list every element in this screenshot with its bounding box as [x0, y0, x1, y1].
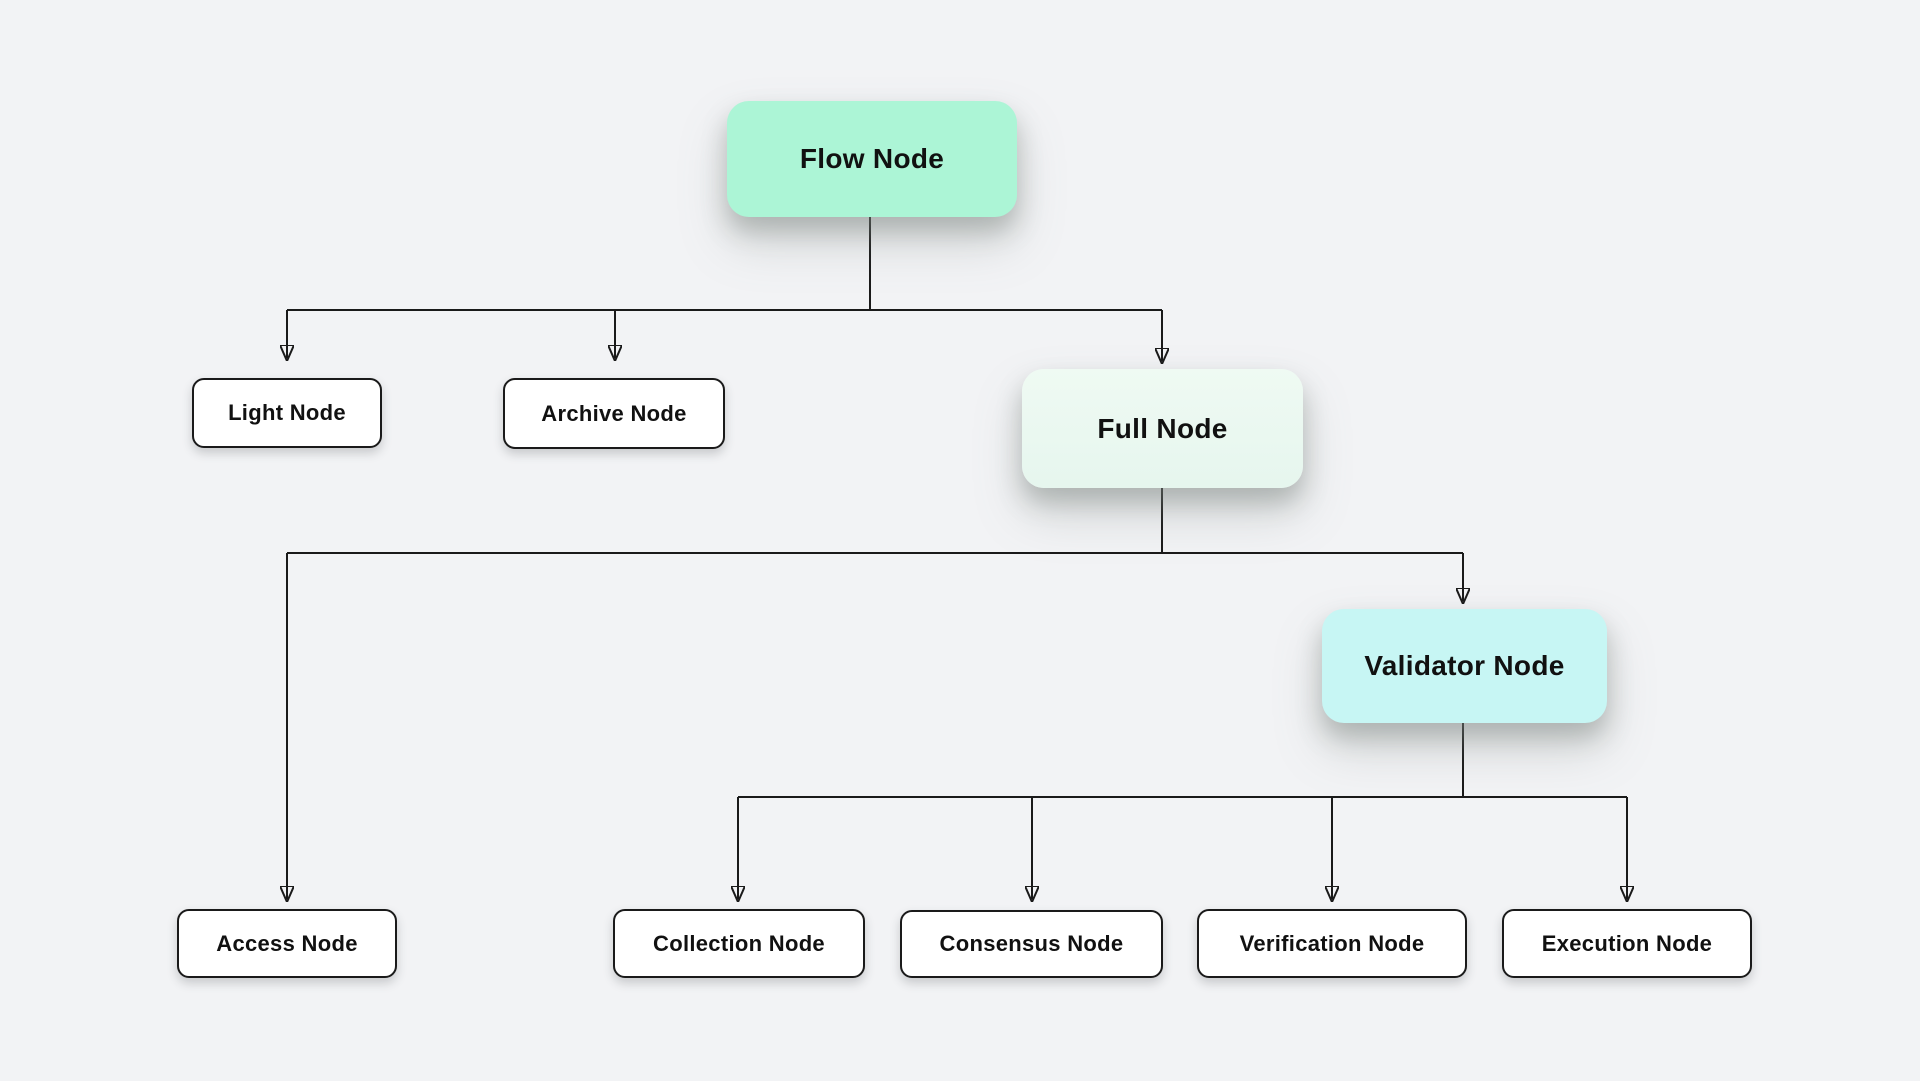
node-collection-label: Collection Node — [653, 930, 825, 956]
node-validator-label: Validator Node — [1364, 650, 1565, 681]
node-consensus: Consensus Node — [900, 910, 1163, 978]
node-flow-label: Flow Node — [799, 143, 945, 174]
node-verification: Verification Node — [1197, 909, 1467, 978]
node-full-label: Full Node — [1097, 412, 1228, 444]
node-archive: Archive Node — [503, 378, 725, 449]
node-verification-label: Verification Node — [1239, 930, 1425, 956]
node-consensus-label: Consensus Node — [939, 931, 1124, 956]
node-access-label: Access Node — [216, 930, 358, 956]
node-light-label: Light Node — [228, 400, 346, 425]
node-full: Full Node — [1022, 369, 1303, 488]
node-archive-label: Archive Node — [541, 400, 687, 426]
node-validator: Validator Node — [1322, 609, 1607, 723]
node-execution: Execution Node — [1502, 909, 1752, 978]
node-flow: Flow Node — [727, 101, 1017, 217]
node-collection: Collection Node — [613, 909, 865, 978]
node-access: Access Node — [177, 909, 397, 978]
node-execution-label: Execution Node — [1541, 930, 1713, 956]
node-light: Light Node — [192, 378, 382, 448]
